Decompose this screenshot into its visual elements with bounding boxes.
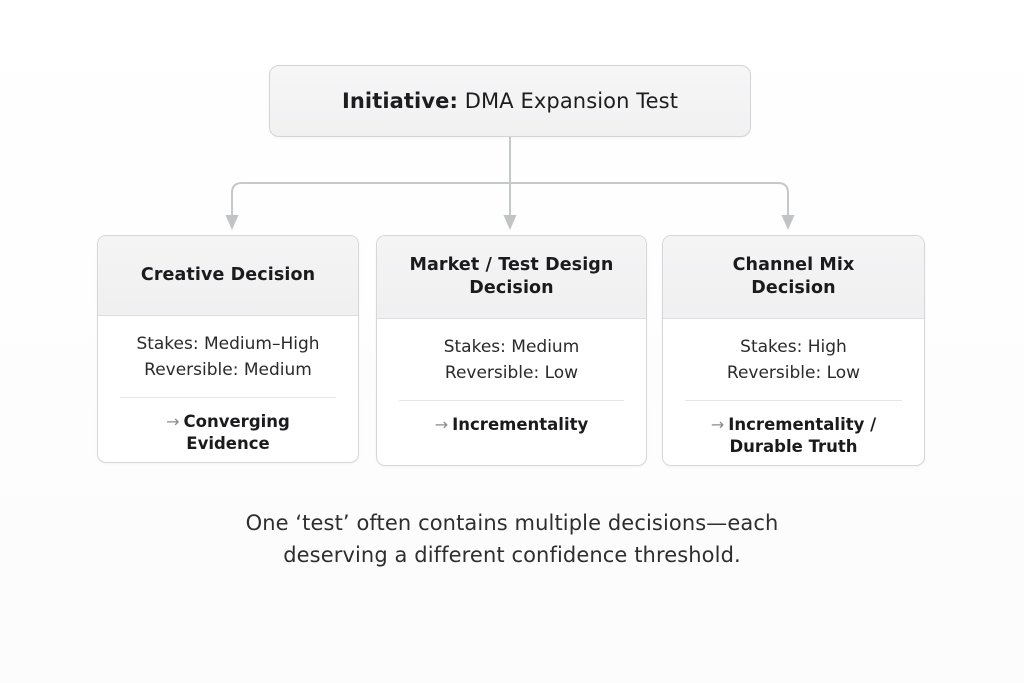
decision-card-market-test-design: Market / Test Design Decision Stakes: Me… [376, 235, 647, 466]
card-title: Market / Test Design Decision [410, 254, 614, 300]
card-outcome-line-2: Durable Truth [729, 437, 858, 457]
card-divider [399, 400, 624, 401]
card-outcome: →Converging Evidence [116, 398, 340, 455]
diagram-caption: One ‘test’ often contains multiple decis… [0, 508, 1024, 572]
card-title: Channel Mix Decision [733, 254, 855, 300]
card-outcome-line-1: Incrementality / [728, 415, 877, 434]
card-header: Channel Mix Decision [663, 236, 924, 319]
card-header: Market / Test Design Decision [377, 236, 646, 319]
card-title-line-2: Decision [469, 278, 554, 298]
card-reversible: Reversible: Medium [144, 359, 312, 380]
card-outcome-line-1: Converging Evidence [183, 412, 290, 454]
connector-right [510, 181, 790, 227]
card-stakes: Stakes: High [740, 337, 847, 357]
caption-line-1: One ‘test’ often contains multiple decis… [245, 511, 779, 535]
initiative-node: Initiative: DMA Expansion Test [269, 65, 751, 137]
card-title: Creative Decision [141, 264, 315, 287]
card-outcome: →Incrementality / Durable Truth [681, 401, 906, 458]
arrowhead-left-icon [225, 215, 239, 230]
card-divider [120, 397, 336, 398]
card-stakes: Stakes: Medium [443, 337, 580, 357]
card-body: Stakes: Medium–High Reversible: Medium →… [98, 316, 358, 455]
initiative-label-rest: DMA Expansion Test [457, 89, 679, 113]
card-reversible: Reversible: Low [726, 362, 861, 383]
initiative-label-bold: Initiative: [341, 89, 458, 113]
caption-line-2: deserving a different confidence thresho… [283, 542, 741, 567]
arrowhead-right-icon [781, 215, 795, 230]
decision-card-channel-mix: Channel Mix Decision Stakes: High Revers… [662, 235, 925, 466]
card-title-line-2: Decision [751, 278, 836, 298]
card-title-line-1: Creative Decision [140, 265, 316, 286]
decision-card-creative: Creative Decision Stakes: Medium–High Re… [97, 235, 359, 463]
card-body: Stakes: Medium Reversible: Low →Incremen… [377, 319, 646, 436]
arrow-right-icon: → [434, 415, 449, 434]
card-title-line-1: Market / Test Design [409, 255, 614, 276]
card-title-line-1: Channel Mix [732, 255, 855, 276]
arrow-right-icon: → [166, 412, 180, 431]
card-outcome: →Incrementality [395, 401, 628, 436]
arrowhead-center-icon [503, 215, 517, 230]
card-divider [685, 400, 902, 401]
card-stakes: Stakes: Medium–High [136, 334, 320, 354]
card-body: Stakes: High Reversible: Low →Incrementa… [663, 319, 924, 458]
card-header: Creative Decision [98, 236, 358, 316]
card-outcome-line-1: Incrementality [452, 415, 589, 434]
connector-left [230, 181, 510, 227]
card-reversible: Reversible: Low [444, 362, 579, 383]
initiative-label: Initiative: DMA Expansion Test [342, 89, 678, 113]
arrow-right-icon: → [710, 415, 725, 434]
